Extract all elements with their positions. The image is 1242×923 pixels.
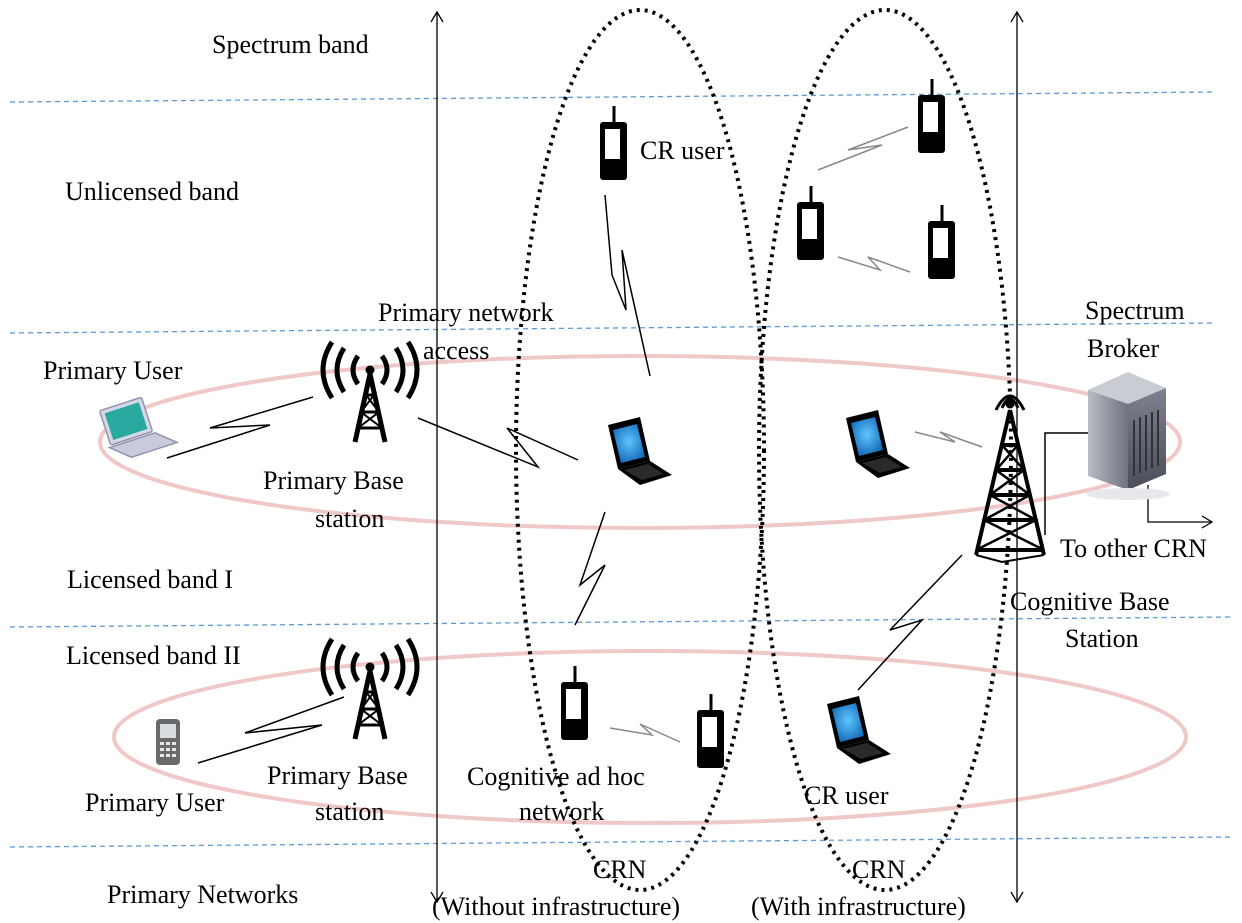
link-laptop-to-adhoc-handset xyxy=(574,511,606,626)
cr-laptop-center-icon xyxy=(608,417,672,485)
band-divider-1 xyxy=(9,91,1216,103)
label-crn-left-line2: (Without infrastructure) xyxy=(432,892,680,921)
cr-laptop-bottom-icon xyxy=(827,696,891,764)
label-cr-user-bottom: CR user xyxy=(804,781,889,810)
band-label-licensed-2: Licensed band II xyxy=(66,641,241,670)
link-mid-handsets xyxy=(837,256,911,273)
wireless-links xyxy=(166,126,1090,764)
band-labels: Spectrum band Unlicensed band Licensed b… xyxy=(65,30,369,909)
label-adhoc-line2: network xyxy=(519,797,604,826)
label-spectrum-broker-line1: Spectrum xyxy=(1085,296,1185,325)
link-cr-user-top-to-laptop xyxy=(604,194,651,377)
label-primary-bs-bottom-line1: Primary Base xyxy=(267,761,408,790)
label-cognitive-bs-line2: Station xyxy=(1065,624,1139,653)
primary-user-phone-icon xyxy=(156,719,180,765)
band-label-unlicensed: Unlicensed band xyxy=(65,177,239,206)
adhoc-handset-left-icon xyxy=(561,666,588,740)
band-divider-2 xyxy=(9,322,1216,334)
link-primary-user-to-primary-bs-1 xyxy=(166,396,314,459)
band-label-spectrum: Spectrum band xyxy=(212,30,369,59)
label-adhoc-line1: Cognitive ad hoc xyxy=(467,762,645,791)
label-crn-left-line1: CRN xyxy=(593,855,647,884)
band-dividers xyxy=(9,91,1231,848)
primary-base-station-top-icon xyxy=(323,342,417,442)
cr-handset-top-right-icon xyxy=(918,79,945,153)
label-primary-bs-top-line1: Primary Base xyxy=(263,466,404,495)
cognitive-base-station-icon xyxy=(974,394,1046,564)
band-divider-4 xyxy=(9,836,1231,848)
link-primary-phone-to-primary-bs-2 xyxy=(197,696,345,764)
label-primary-access-line1: Primary network xyxy=(378,298,553,327)
link-cr-user-bottom-to-cognitive-bs xyxy=(857,554,963,691)
cr-laptop-right-icon xyxy=(846,410,910,478)
label-cr-user-top: CR user xyxy=(640,136,725,165)
label-crn-right-line1: CRN xyxy=(852,855,906,884)
label-primary-access-line2: access xyxy=(423,336,489,365)
adhoc-handset-right-icon xyxy=(697,694,724,768)
licensed-band-2-network-ellipse xyxy=(112,649,1188,825)
primary-base-station-bottom-icon xyxy=(323,639,417,739)
crn-without-infrastructure-ellipse xyxy=(514,8,766,892)
label-primary-bs-top-line2: station xyxy=(315,504,384,533)
link-laptop-to-cognitive-bs xyxy=(914,431,983,448)
link-adhoc-handsets xyxy=(609,723,681,743)
label-cognitive-bs-line1: Cognitive Base xyxy=(1010,587,1170,616)
node-labels: Primary User Primary Base station Primar… xyxy=(43,136,1207,921)
cr-handset-mid-right-icon xyxy=(928,205,955,279)
label-spectrum-broker-line2: Broker xyxy=(1087,334,1160,363)
cr-handset-mid-left-icon xyxy=(797,186,824,260)
link-broker-to-cognitive-bs xyxy=(1044,432,1090,535)
label-primary-user-top: Primary User xyxy=(43,356,183,385)
label-primary-user-bottom: Primary User xyxy=(85,788,225,817)
primary-user-laptop-icon xyxy=(99,397,180,459)
link-top-handsets xyxy=(817,126,909,171)
band-divider-3 xyxy=(9,616,1231,628)
band-label-primary-networks: Primary Networks xyxy=(107,880,298,909)
band-label-licensed-1: Licensed band I xyxy=(67,565,233,594)
cr-handset-top-left-icon xyxy=(600,106,627,180)
label-crn-right-line2: (With infrastructure) xyxy=(751,892,966,921)
spectrum-broker-server-icon xyxy=(1086,372,1170,500)
licensed-band-1-network-ellipse xyxy=(98,354,1182,530)
label-primary-bs-bottom-line2: station xyxy=(315,797,384,826)
link-primary-bs-1-to-cr-laptop xyxy=(417,417,579,469)
label-to-other-crn: To other CRN xyxy=(1060,534,1207,563)
